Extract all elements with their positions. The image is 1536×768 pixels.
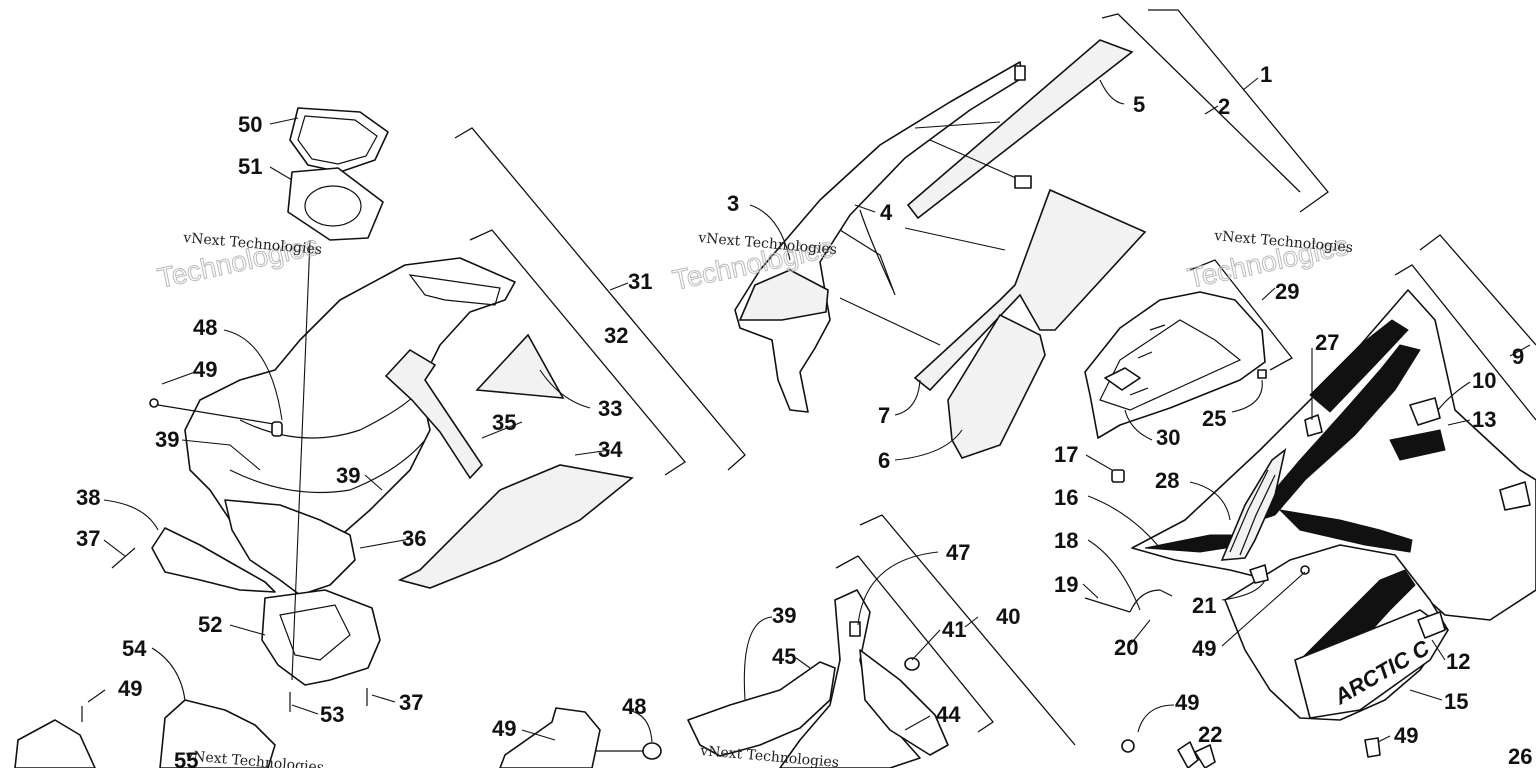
callout-16: 16 — [1054, 485, 1078, 510]
foam-35 — [384, 348, 484, 480]
callout-37b: 37 — [399, 690, 423, 715]
callout-2: 2 — [1218, 94, 1230, 119]
callout-55: 55 — [174, 748, 198, 768]
callout-19: 19 — [1054, 572, 1078, 597]
callout-15: 15 — [1444, 689, 1468, 714]
callout-38: 38 — [76, 485, 100, 510]
bottom-center-assembly — [687, 551, 1381, 768]
callout-7: 7 — [878, 403, 890, 428]
callout-44: 44 — [936, 702, 961, 727]
callout-18: 18 — [1054, 528, 1078, 553]
foam-34 — [397, 464, 634, 589]
callout-5: 5 — [1133, 92, 1145, 117]
callout-1: 1 — [1260, 62, 1272, 87]
panel-29 — [1084, 291, 1266, 439]
callout-30: 30 — [1156, 425, 1180, 450]
callout-36: 36 — [402, 526, 426, 551]
foam-33 — [475, 333, 565, 399]
watermark-3: Technologies vNext Technologies — [1184, 228, 1353, 294]
callout-22: 22 — [1198, 722, 1222, 747]
callout-39b: 39 — [336, 463, 360, 488]
callout-37a: 37 — [76, 526, 100, 551]
callout-52: 52 — [198, 612, 222, 637]
center-leaders — [749, 77, 1259, 461]
callout-49e: 49 — [1175, 690, 1199, 715]
foam-6 — [947, 313, 1046, 459]
callout-21: 21 — [1192, 593, 1216, 618]
callout-35: 35 — [492, 410, 516, 435]
callout-6: 6 — [878, 448, 890, 473]
center-upper-assembly — [734, 39, 1147, 459]
right-leaders — [1082, 344, 1531, 746]
callout-51: 51 — [238, 154, 262, 179]
callout-12: 12 — [1446, 649, 1470, 674]
callout-4: 4 — [880, 200, 893, 225]
callout-53: 53 — [320, 702, 344, 727]
console-housing — [184, 257, 516, 571]
windshield-3 — [734, 61, 1023, 413]
callout-32: 32 — [604, 323, 628, 348]
callout-49b: 49 — [118, 676, 142, 701]
callout-41: 41 — [942, 617, 966, 642]
callout-9: 9 — [1512, 344, 1524, 369]
callout-3: 3 — [727, 191, 739, 216]
callout-numbers: 1 2 3 4 5 6 7 9 10 13 12 15 16 17 18 19 … — [76, 62, 1532, 768]
callout-26: 26 — [1508, 744, 1532, 768]
callout-31: 31 — [628, 269, 652, 294]
callout-48b: 48 — [622, 694, 646, 719]
callout-49a: 49 — [193, 357, 217, 382]
right-hood-panel — [1084, 287, 1276, 441]
grouping-brackets — [454, 9, 1536, 746]
decal-stripe-1 — [1243, 344, 1421, 527]
callout-29: 29 — [1275, 279, 1299, 304]
right-side-panel: ARCTIC C — [1084, 289, 1536, 721]
callout-39a: 39 — [155, 427, 179, 452]
callout-13: 13 — [1472, 407, 1496, 432]
decal-15 — [1294, 609, 1449, 719]
left-console-assembly — [14, 107, 662, 768]
bracket-54 — [159, 699, 276, 768]
trim-45 — [687, 661, 836, 757]
bracket-52 — [261, 589, 381, 686]
callout-49c: 49 — [492, 716, 516, 741]
callout-17: 17 — [1054, 442, 1078, 467]
callout-28: 28 — [1155, 468, 1179, 493]
callout-10: 10 — [1472, 368, 1496, 393]
lower-shroud — [224, 499, 356, 596]
callout-33: 33 — [598, 396, 622, 421]
callout-39c: 39 — [772, 603, 796, 628]
callout-47: 47 — [946, 540, 970, 565]
callout-49d: 49 — [1192, 636, 1216, 661]
bracket-44 — [859, 649, 949, 756]
callout-25: 25 — [1202, 406, 1226, 431]
gasket-50 — [289, 107, 389, 173]
foam-7 — [913, 188, 1147, 392]
plate-51 — [287, 167, 384, 241]
callout-27: 27 — [1315, 330, 1339, 355]
callout-50: 50 — [238, 112, 262, 137]
callout-54: 54 — [122, 636, 147, 661]
left-leaders — [87, 117, 653, 743]
callout-48a: 48 — [193, 315, 217, 340]
callout-45: 45 — [772, 644, 796, 669]
side-panel-38 — [151, 527, 276, 593]
callout-40: 40 — [996, 604, 1020, 629]
foam-5 — [906, 39, 1134, 220]
callout-49f: 49 — [1394, 723, 1418, 748]
callout-34: 34 — [598, 437, 623, 462]
callout-20: 20 — [1114, 635, 1138, 660]
trim-55 — [14, 719, 96, 768]
left-foam-pads — [384, 333, 634, 589]
watermark-1: Technologies vNext Technologies — [154, 229, 322, 294]
